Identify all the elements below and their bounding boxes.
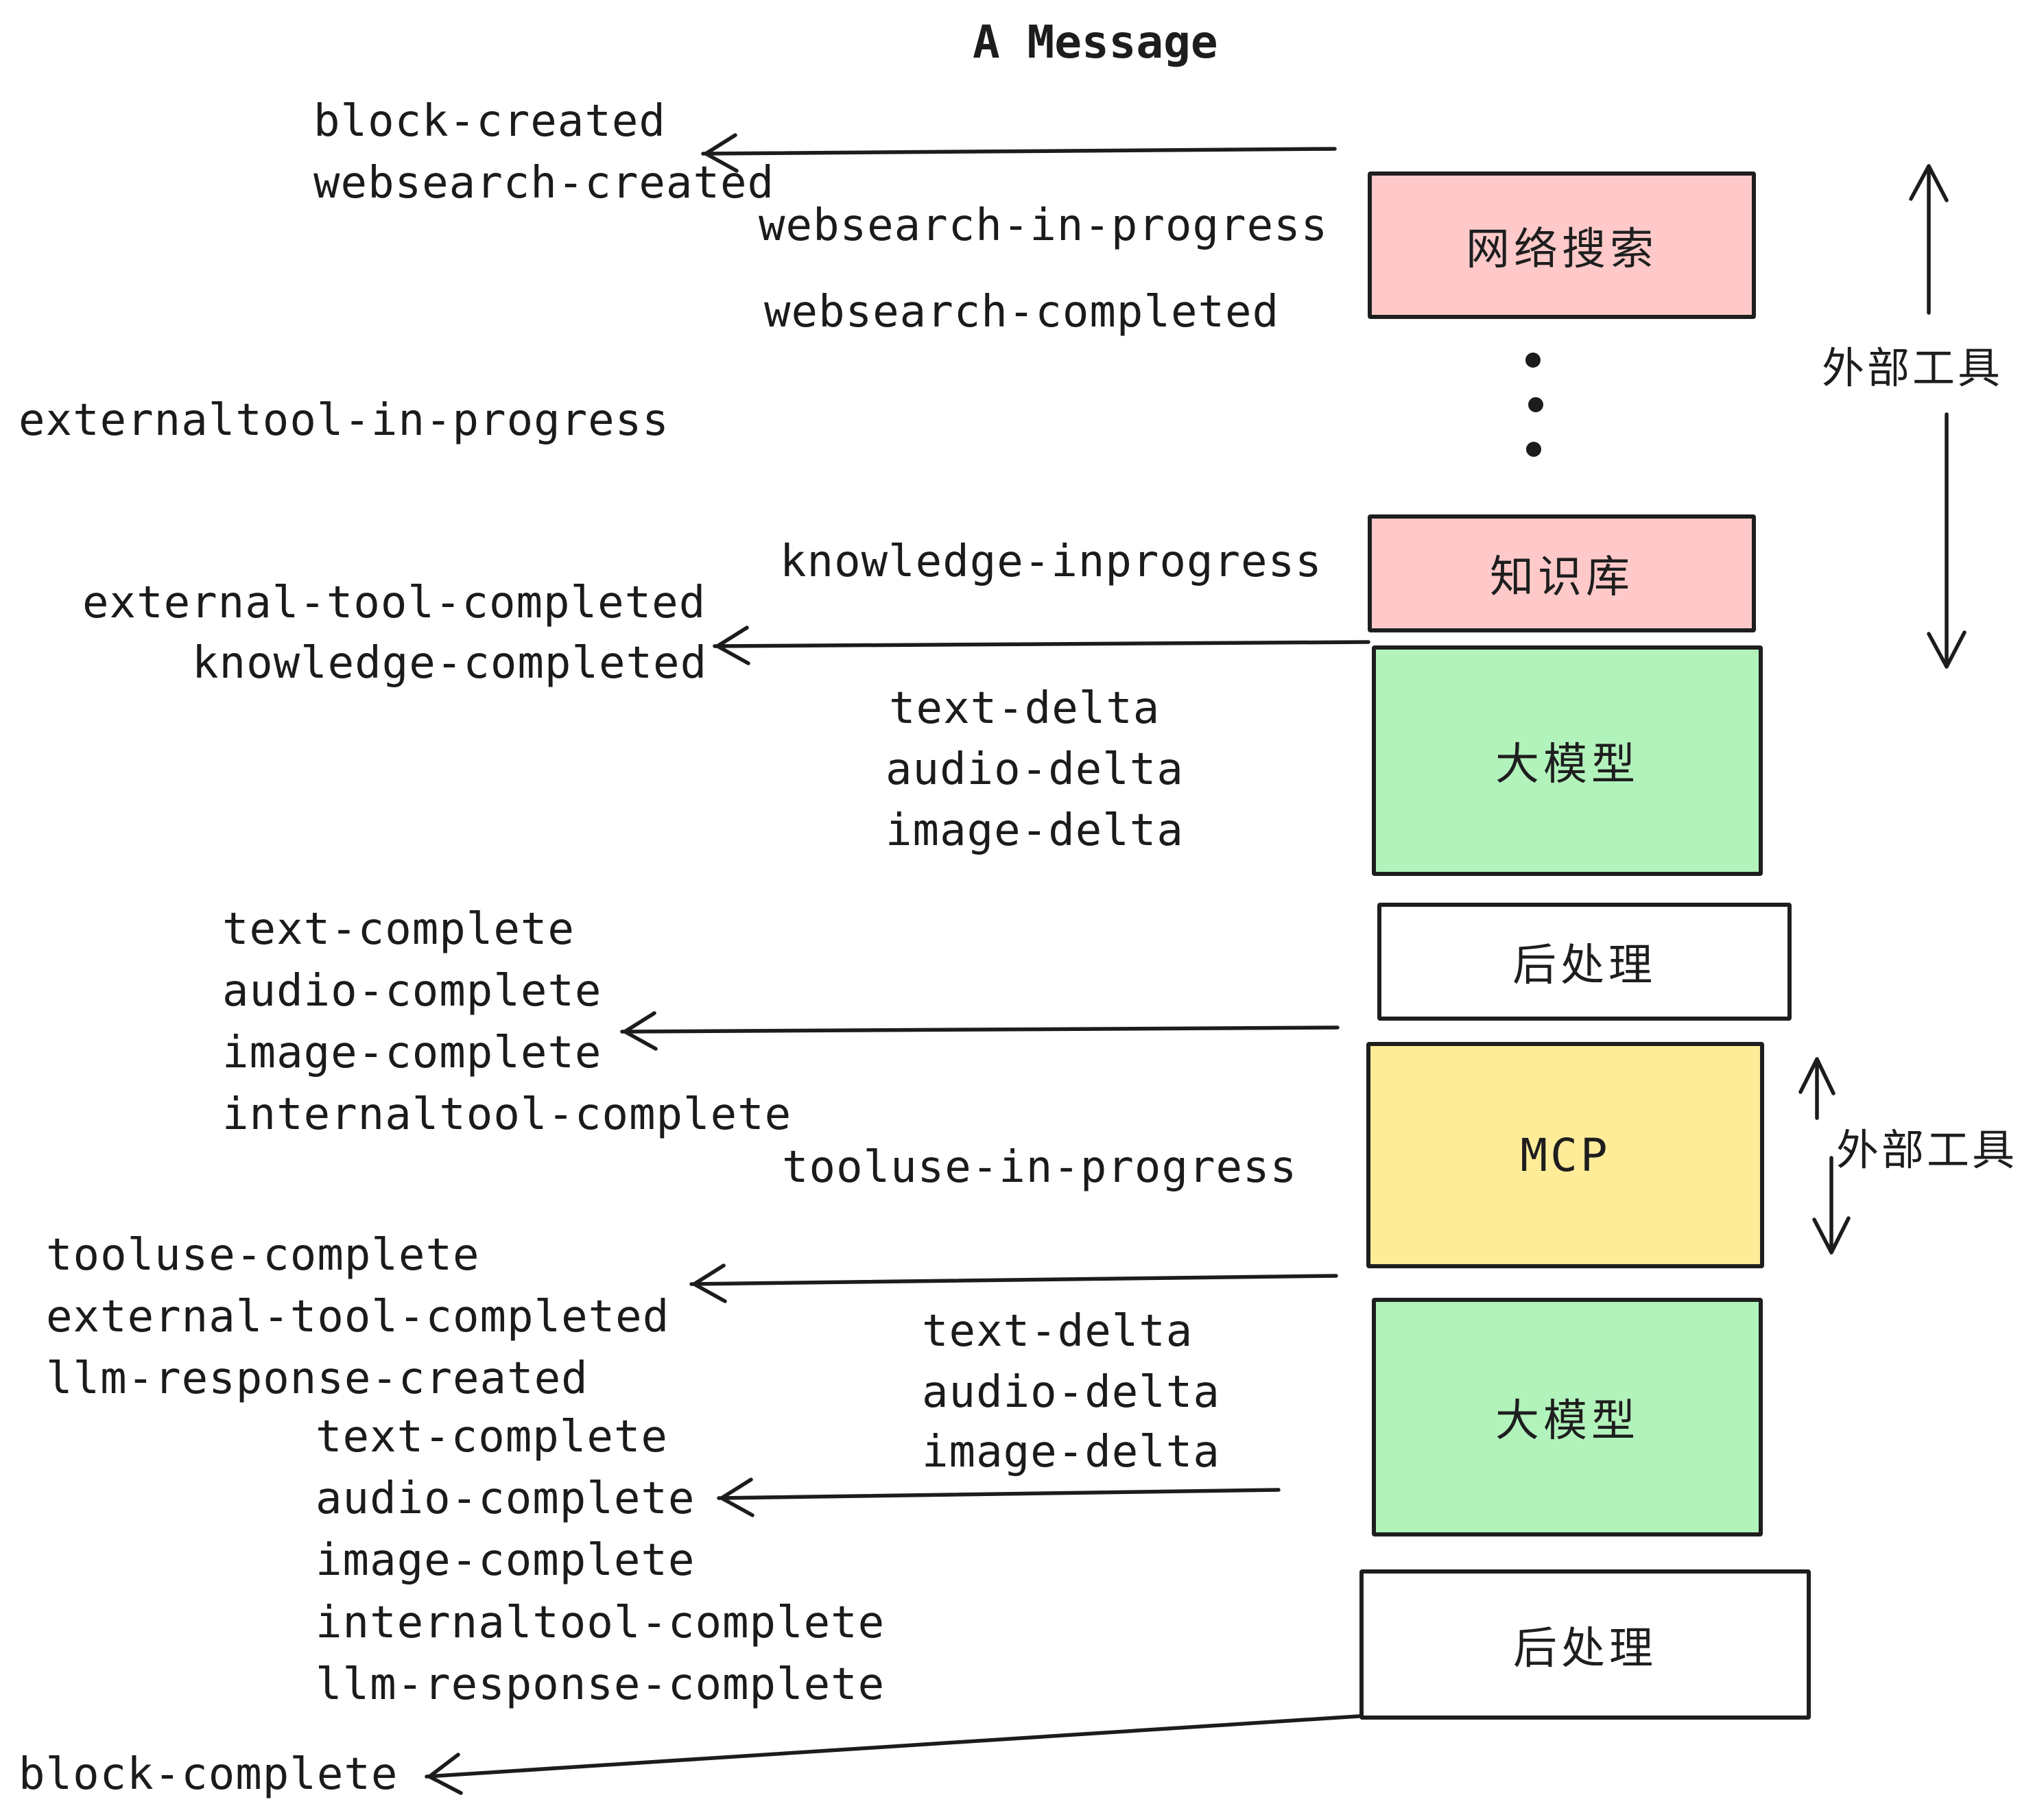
event-label-audio-delta: audio-delta bbox=[886, 744, 1184, 795]
event-label-externaltool-in-progress: externaltool-in-progress bbox=[19, 395, 669, 446]
arrow-to-image-complete bbox=[620, 1011, 1340, 1051]
event-label-block-complete: block-complete bbox=[19, 1749, 399, 1800]
node-postprocess-2: 后处理 bbox=[1359, 1569, 1811, 1720]
event-label-internaltool-complete-2: internaltool-complete bbox=[316, 1598, 886, 1648]
event-label-text-complete: text-complete bbox=[222, 904, 575, 955]
event-label-internaltool-complete: internaltool-complete bbox=[222, 1089, 792, 1140]
diagram-title: A Message bbox=[973, 16, 1218, 69]
event-label-block-created: block-created bbox=[313, 96, 666, 147]
arrow-to-block-complete bbox=[425, 1714, 1362, 1795]
ellipsis-dots bbox=[1525, 353, 1543, 457]
node-postprocess-1-label: 后处理 bbox=[1512, 940, 1656, 991]
event-label-external-tool-completed: external-tool-completed bbox=[82, 578, 706, 628]
node-llm-2: 大模型 bbox=[1372, 1298, 1763, 1536]
event-label-knowledge-completed: knowledge-completed bbox=[192, 638, 708, 689]
event-label-audio-complete-2: audio-complete bbox=[316, 1473, 696, 1524]
node-llm-1: 大模型 bbox=[1372, 645, 1763, 876]
event-label-tooluse-complete: tooluse-complete bbox=[46, 1230, 480, 1281]
node-llm-1-label: 大模型 bbox=[1495, 739, 1639, 790]
event-label-audio-complete: audio-complete bbox=[222, 966, 602, 1017]
arrow-to-knowledge-completed bbox=[713, 626, 1370, 665]
node-llm-2-label: 大模型 bbox=[1495, 1396, 1639, 1447]
node-postprocess-1: 后处理 bbox=[1377, 903, 1792, 1021]
node-postprocess-2-label: 后处理 bbox=[1513, 1623, 1657, 1674]
event-label-tooluse-in-progress: tooluse-in-progress bbox=[782, 1142, 1298, 1193]
event-label-knowledge-inprogress: knowledge-inprogress bbox=[780, 536, 1322, 587]
node-websearch-label: 网络搜索 bbox=[1466, 224, 1658, 275]
node-mcp: MCP bbox=[1366, 1042, 1764, 1268]
external-tools-arrow-up-mcp bbox=[1798, 1057, 1835, 1120]
event-label-llm-response-complete: llm-response-complete bbox=[316, 1659, 886, 1710]
event-label-text-delta: text-delta bbox=[889, 683, 1161, 734]
external-tools-arrow-down-top bbox=[1927, 412, 1966, 669]
node-mcp-label: MCP bbox=[1520, 1128, 1611, 1182]
arrow-to-external-tool-completed bbox=[689, 1263, 1338, 1303]
event-label-websearch-created: websearch-created bbox=[313, 158, 775, 209]
node-knowledge-label: 知识库 bbox=[1490, 552, 1634, 603]
event-label-external-tool-completed-2: external-tool-completed bbox=[46, 1292, 670, 1342]
arrow-to-websearch-created bbox=[701, 133, 1337, 173]
external-tools-label-top: 外部工具 bbox=[1822, 343, 2004, 393]
external-tools-label-mcp: 外部工具 bbox=[1836, 1125, 2018, 1175]
external-tools-arrow-up-top bbox=[1909, 164, 1949, 315]
event-label-text-complete-2: text-complete bbox=[316, 1412, 668, 1462]
event-label-audio-delta-2: audio-delta bbox=[922, 1367, 1220, 1418]
event-label-image-complete: image-complete bbox=[222, 1028, 602, 1078]
event-label-llm-response-created: llm-response-created bbox=[46, 1353, 589, 1404]
event-label-image-delta-2: image-delta bbox=[922, 1427, 1220, 1477]
event-label-image-delta: image-delta bbox=[886, 805, 1184, 856]
event-label-image-complete-2: image-complete bbox=[316, 1535, 696, 1586]
event-label-websearch-in-progress: websearch-in-progress bbox=[759, 200, 1329, 251]
arrow-to-audio-complete bbox=[717, 1477, 1281, 1517]
node-knowledge: 知识库 bbox=[1368, 514, 1756, 632]
event-label-websearch-completed: websearch-completed bbox=[764, 287, 1280, 337]
event-label-text-delta-2: text-delta bbox=[922, 1306, 1193, 1357]
node-websearch: 网络搜索 bbox=[1368, 171, 1756, 319]
